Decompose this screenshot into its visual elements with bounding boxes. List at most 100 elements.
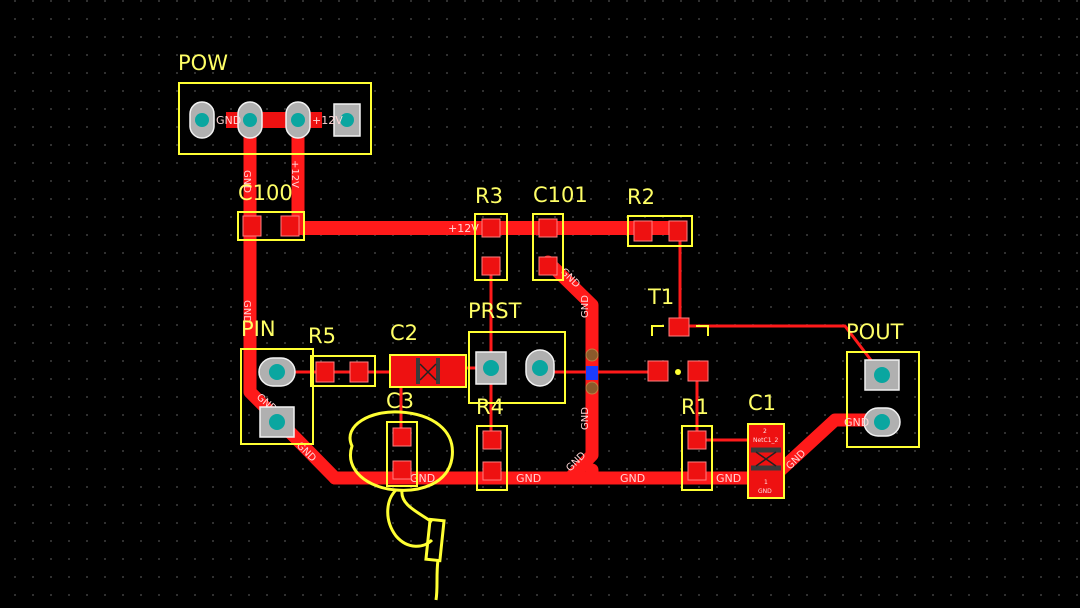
component-r5[interactable]: R5 [308,324,376,387]
pow-outline [178,82,372,155]
net-label-gnd: GND [241,170,252,193]
c2-dielectric [416,358,440,384]
c2-outline [389,354,467,388]
r5-pad-2[interactable] [349,361,369,383]
component-c3[interactable]: C3 [386,389,418,487]
t1-pad-b[interactable] [647,360,669,382]
component-t1[interactable]: T1 [647,285,709,382]
component-r4[interactable]: R4 [476,395,508,491]
component-r1[interactable]: R1 [681,395,713,491]
r1-pad-1[interactable] [687,430,707,450]
r3-pad-1[interactable] [481,218,501,238]
t1-pad-c[interactable] [668,317,690,337]
c100-pad-1[interactable] [242,215,262,237]
r2-pad-2[interactable] [668,220,688,242]
pout-ref: POUT [846,320,904,344]
trace-t1-pout[interactable] [678,324,882,374]
net-label-gnd: GND [580,407,591,430]
hand-drawn-circle-and-component-icon [348,410,454,601]
component-c1[interactable]: C1 2 NetC1_2 1 GND [747,391,785,499]
component-r2[interactable]: R2 [627,185,693,247]
net-label-gnd: GND [241,300,252,323]
c3-pad-1[interactable] [392,427,412,447]
r4-pad-2[interactable] [482,461,502,481]
r1-outline [681,425,713,491]
c3-outline [386,421,418,487]
component-pin[interactable]: PIN [240,317,314,445]
net-label-gnd: GND [580,295,591,318]
c1-dielectric [751,447,781,471]
r1-pad-2[interactable] [687,461,707,481]
component-prst[interactable]: PRST [468,299,566,404]
net-label-12v: +12V [448,222,479,235]
t1-silk-corner [651,325,664,336]
pout-outline [846,351,920,448]
c3-pad-2[interactable] [392,460,412,480]
r2-pad-1[interactable] [633,220,653,242]
prst-hole [532,360,548,376]
c1-pad-num-bottom: 1 [764,479,768,486]
c1-outline [747,423,785,499]
via-icon[interactable] [585,348,599,362]
c100-ref: C100 [238,181,293,205]
t1-ref: T1 [647,285,674,309]
pin-hole [269,414,285,430]
c101-ref: C101 [533,183,588,207]
component-pow[interactable]: POW GND +12V [178,51,372,155]
pout-pad-1[interactable] [864,359,900,391]
pow-ref: POW [178,51,228,75]
c1-pad-num-top: 2 [763,428,767,435]
component-c2[interactable]: C2 [389,321,467,388]
r3-outline [474,213,508,281]
component-c100[interactable]: C100 [237,181,305,241]
component-c101[interactable]: C101 [532,183,588,281]
c1-body [747,423,785,499]
pow-pad-4[interactable] [333,103,361,137]
c100-pad-2[interactable] [280,215,300,237]
pow-hole [195,113,209,127]
pow-hole [291,113,305,127]
r4-pad-1[interactable] [482,430,502,450]
c101-pad-2[interactable] [538,256,558,276]
copper-traces [243,113,887,485]
vias [585,348,599,395]
net-label-gnd: GND [620,472,645,485]
net-labels: GND +12V +12V GND GND GND GND GND GND GN… [241,160,809,485]
r5-outline [310,355,376,387]
pin-hole [269,364,285,380]
r5-pad-1[interactable] [315,361,335,383]
pow-pin-gnd: GND [216,114,241,127]
pow-pin-12v: +12V [312,114,343,127]
c1-pad-label-top: NetC1_2 [753,437,779,444]
c2-ref: C2 [390,321,418,345]
pow-hole [243,113,257,127]
component-pout[interactable]: POUT GND [844,320,920,448]
c101-outline [532,213,564,281]
prst-hole [483,360,499,376]
r2-ref: R2 [627,185,655,209]
c1-cross [755,451,777,467]
c1-pad-label-bottom: GND [758,488,772,495]
c1-ref: C1 [748,391,776,415]
r1-ref: R1 [681,395,709,419]
t1-pad-e[interactable] [687,360,709,382]
prst-pad-1[interactable] [475,351,507,385]
component-r3[interactable]: R3 [474,184,508,281]
r3-pad-2[interactable] [481,256,501,276]
net-label-12v: +12V [289,160,300,188]
c2-cross [419,363,437,381]
pow-hole [340,113,354,127]
via-bridge [586,366,598,380]
c101-pad-1[interactable] [538,218,558,238]
via-icon[interactable] [585,381,599,395]
pout-hole [874,367,890,383]
c3-ref: C3 [386,389,414,413]
c100-outline [237,211,305,241]
pin-outline [240,348,314,445]
pout-hole [874,414,890,430]
r4-ref: R4 [476,395,504,419]
r5-ref: R5 [308,324,336,348]
pout-pin-gnd: GND [844,416,869,429]
